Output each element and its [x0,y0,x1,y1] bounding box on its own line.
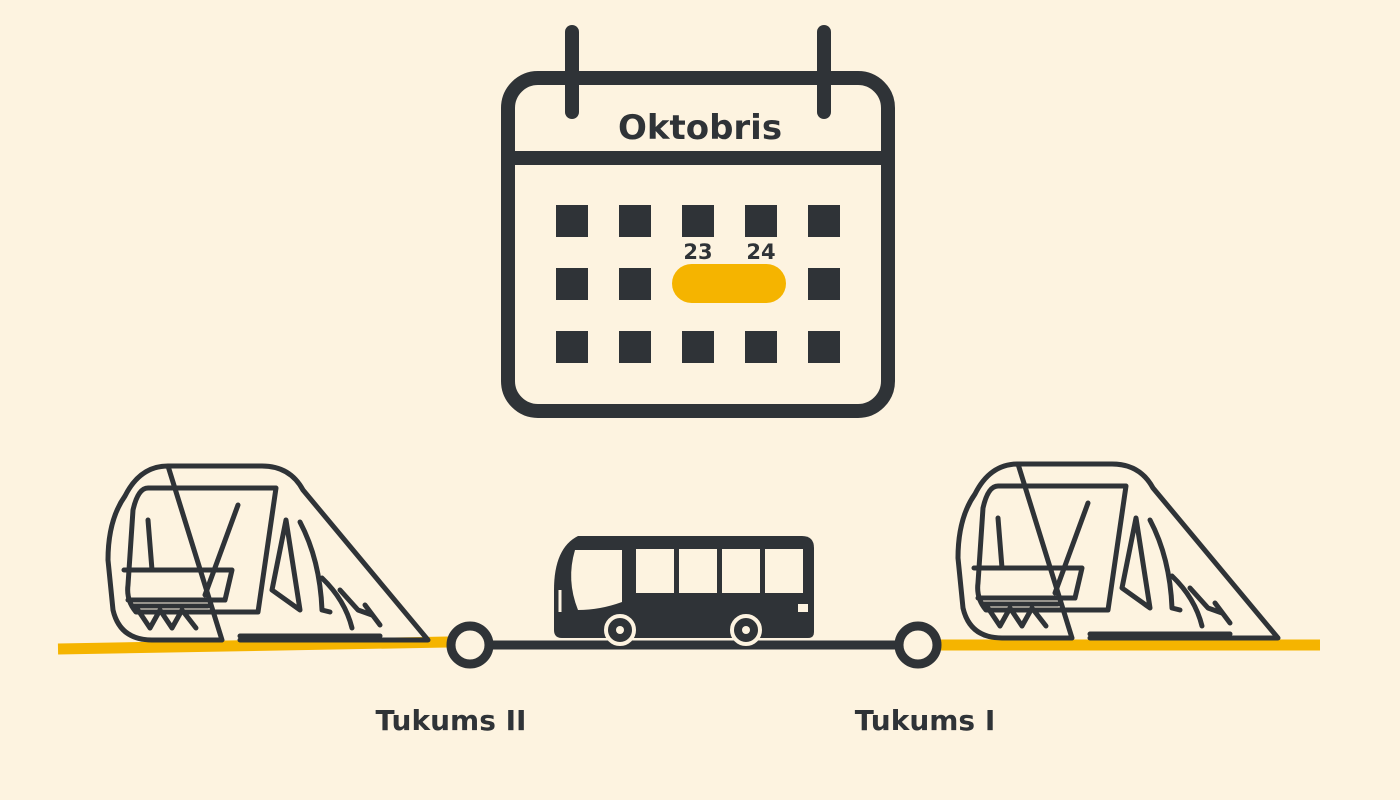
rail-track-left [57,636,449,655]
train-icon-right [955,461,1281,641]
calendar-day-23: 23 [683,240,712,264]
calendar-day-cell [745,331,777,363]
station-marker-icon-right [894,621,942,669]
calendar-day-cell [682,331,714,363]
bus-windshield [571,550,622,610]
calendar-day-cell [619,331,651,363]
calendar-day-cell [556,268,588,300]
bus-window [679,549,717,593]
station-label-tukums-i: Tukums I [855,704,996,737]
calendar-day-cell [619,268,651,300]
bus-window [722,549,760,593]
train-icon-left [105,463,431,643]
highlighted-date-range [672,264,786,303]
calendar-day-cell [556,331,588,363]
station-marker-icon-left [446,621,494,669]
bus-window [636,549,674,593]
bus-icon [554,536,814,646]
calendar-day-cell [808,205,840,237]
calendar-day-cell [745,205,777,237]
calendar-day-cell [556,205,588,237]
calendar-day-cell [682,205,714,237]
station-label-tukums-ii: Tukums II [376,704,527,737]
calendar-day-24: 24 [746,240,775,264]
calendar-month: Oktobris [618,108,782,148]
calendar-day-cell [808,331,840,363]
calendar-day-grid [556,205,840,363]
calendar-day-cell [619,205,651,237]
bus-rear-light [798,604,808,612]
bus-window [765,549,803,593]
calendar-icon: Oktobris 23 24 [501,25,895,418]
calendar-day-cell [808,268,840,300]
